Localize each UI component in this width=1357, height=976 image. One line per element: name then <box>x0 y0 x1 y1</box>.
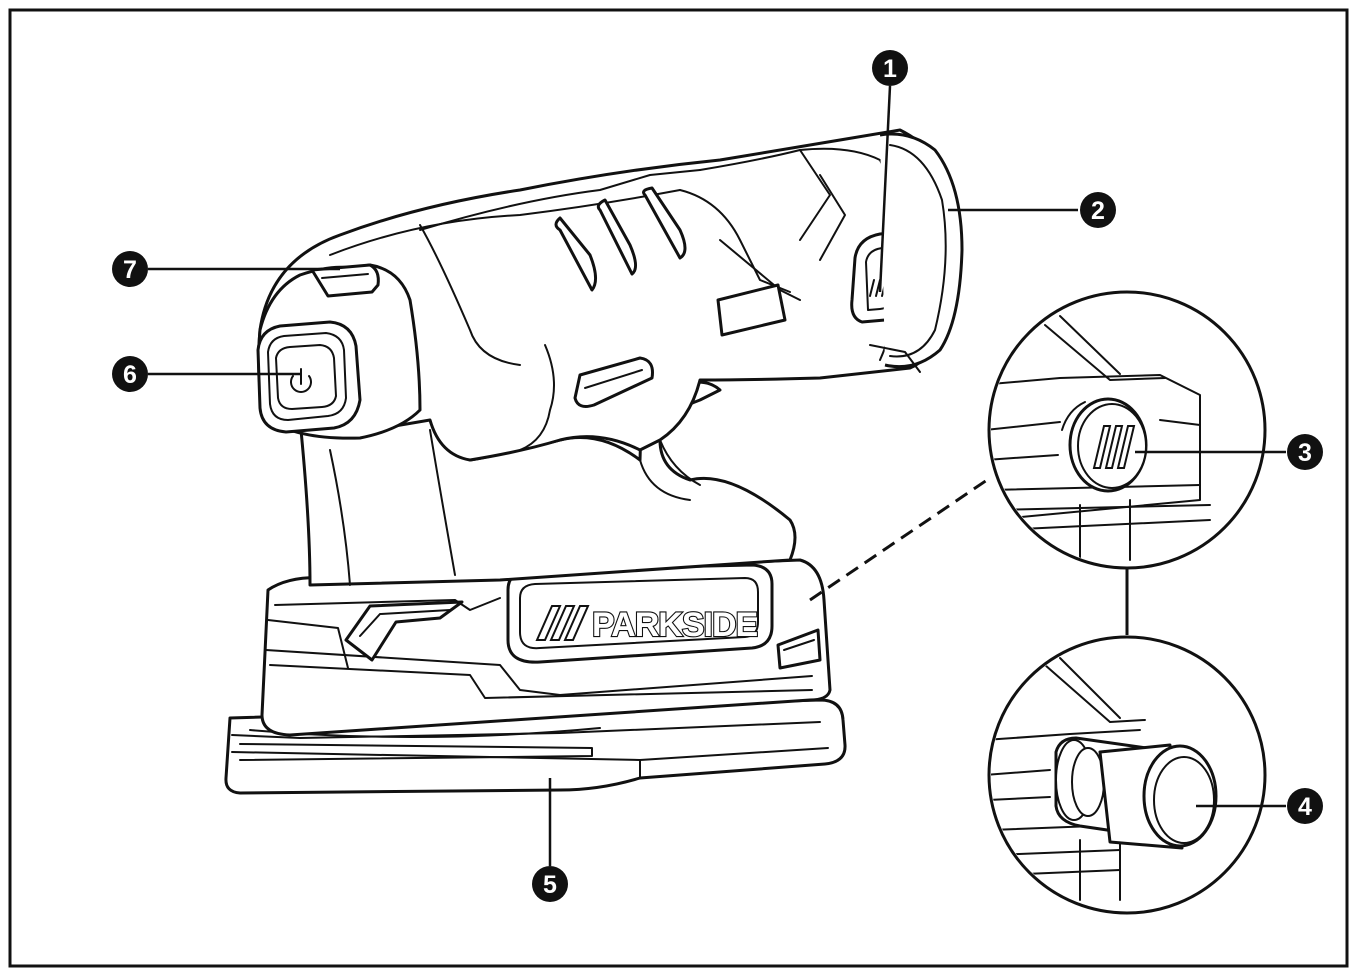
power-icon <box>290 368 312 393</box>
callout-5-label: 5 <box>543 871 557 899</box>
callout-4-label: 4 <box>1298 793 1312 821</box>
callout-4: 4 <box>1287 788 1323 824</box>
brand-logo: PARKSIDE <box>535 605 760 645</box>
leader-lines <box>148 85 1286 866</box>
figure-frame <box>8 8 1349 968</box>
slash-marks-icon <box>1092 425 1136 469</box>
detail-view-dust-cap-closed <box>987 290 1267 570</box>
brand-slash-marks <box>535 605 590 641</box>
callout-7: 7 <box>112 251 148 287</box>
dust-port-ring <box>869 132 964 373</box>
callout-3-label: 3 <box>1298 439 1312 467</box>
leader-1 <box>878 85 892 293</box>
detail-view-dust-port-open <box>987 635 1267 915</box>
led-indicator <box>310 263 380 298</box>
detail-connector <box>809 476 991 602</box>
callout-2-label: 2 <box>1091 197 1105 225</box>
handle <box>298 380 797 587</box>
callout-2: 2 <box>1080 192 1116 228</box>
power-switch <box>256 320 362 434</box>
front-head <box>256 263 422 440</box>
callout-6: 6 <box>112 356 148 392</box>
detail-sander: PARKSIDE <box>224 128 964 795</box>
callout-7-label: 7 <box>123 256 137 284</box>
callout-3: 3 <box>1287 434 1323 470</box>
callout-1: 1 <box>872 50 908 86</box>
motor-housing <box>257 128 955 462</box>
callout-5: 5 <box>532 866 568 902</box>
brand-name: PARKSIDE <box>592 606 757 644</box>
callout-1-label: 1 <box>883 55 897 83</box>
callout-6-label: 6 <box>123 361 137 389</box>
